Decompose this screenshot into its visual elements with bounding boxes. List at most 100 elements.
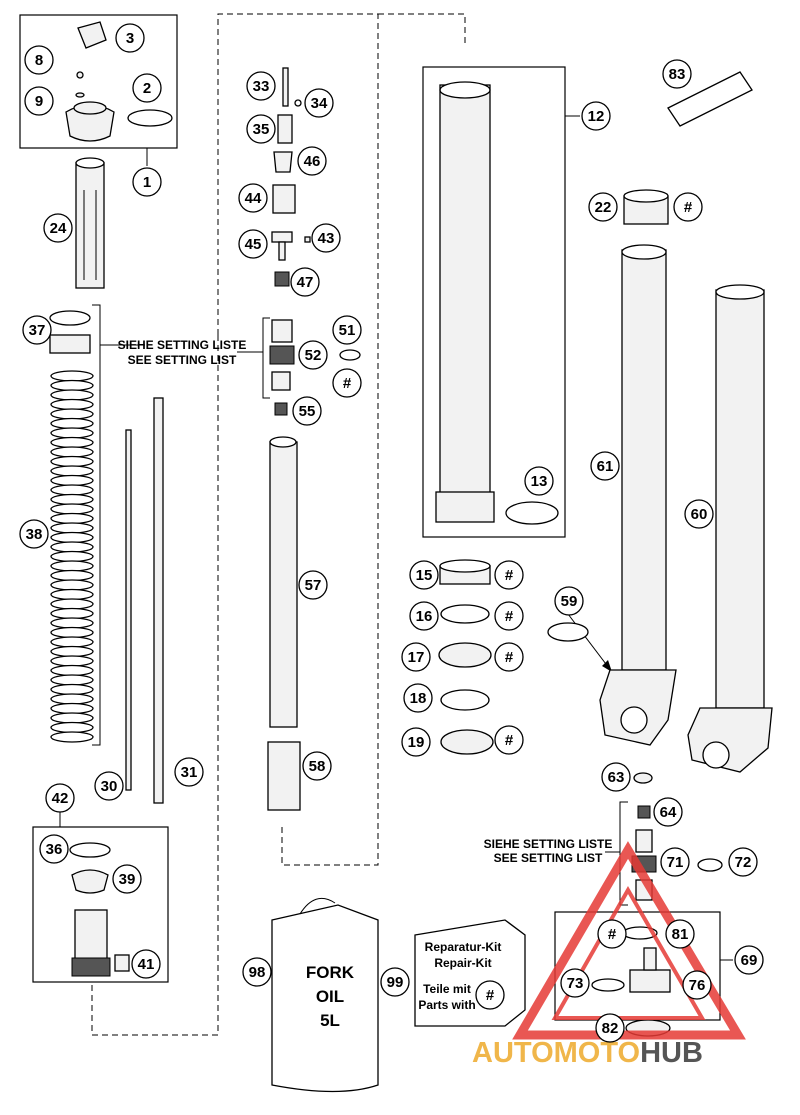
part-8-screw <box>76 71 84 79</box>
callout-69: 69 <box>734 945 764 975</box>
callout-number: 12 <box>588 108 605 125</box>
callout-number: 52 <box>305 347 322 364</box>
callout-number: 35 <box>253 121 270 138</box>
part-39-bushing <box>71 869 109 894</box>
part-47-nut <box>274 271 290 287</box>
callout-circle <box>298 570 328 600</box>
callout-circle <box>132 167 162 197</box>
callout-46: 46 <box>297 146 327 176</box>
spring-coil <box>50 702 94 715</box>
callout-circle <box>290 267 320 297</box>
part-61-axle-hole <box>620 706 648 734</box>
callout-34: 34 <box>304 88 334 118</box>
spring-coil <box>50 398 94 411</box>
callout-number: 18 <box>410 690 427 707</box>
callout-35: 35 <box>246 114 276 144</box>
spring-coil <box>50 626 94 639</box>
callout-60: 60 <box>684 499 714 529</box>
bracket-37-38 <box>92 304 101 746</box>
callout-36: 36 <box>39 834 69 864</box>
callout-37: 37 <box>22 315 52 345</box>
callout-number: 76 <box>689 977 706 994</box>
spring-coil <box>50 655 94 667</box>
callout-circle <box>682 970 712 1000</box>
callout-circle <box>332 315 362 345</box>
callout-circle <box>494 725 524 755</box>
spring-coil <box>50 569 94 582</box>
watermark-hub: HUB <box>640 1037 703 1069</box>
callout-circle <box>684 499 714 529</box>
part-34-ball <box>294 99 302 107</box>
callout-circle <box>242 957 272 987</box>
callout-number: # <box>343 375 352 392</box>
part-shims-right <box>635 829 653 853</box>
callout-number: 44 <box>245 190 262 207</box>
part-45-shaft <box>278 241 286 261</box>
part-12-bottom <box>435 491 495 523</box>
callout-circle <box>311 223 341 253</box>
repair-kit-line1: Reparatur-Kit <box>425 940 502 954</box>
part-76-base-valve <box>629 969 671 993</box>
part-15-top <box>439 559 491 573</box>
callout-number: 82 <box>602 1020 619 1037</box>
part-16-washer <box>440 604 490 624</box>
part-31-tube <box>153 397 164 804</box>
callout-57: 57 <box>298 570 328 600</box>
callout-circle <box>494 601 524 631</box>
callout-number: # <box>608 926 617 943</box>
callout-number: # <box>505 608 514 625</box>
part-shims-stack <box>271 319 293 343</box>
callout-circle <box>595 1013 625 1043</box>
callout-hash: # <box>332 368 362 398</box>
callout-number: 33 <box>253 78 270 95</box>
callout-number: # <box>505 732 514 749</box>
part-43-pin <box>304 236 311 243</box>
callout-number: 47 <box>297 274 314 291</box>
oil-can-line3: 5L <box>320 1011 340 1030</box>
callout-circle <box>115 23 145 53</box>
spring-coil <box>50 683 94 696</box>
callout-number: 17 <box>408 649 425 666</box>
callout-circle <box>332 368 362 398</box>
part-57-damper-tube <box>269 441 298 728</box>
callout-number: 63 <box>608 769 625 786</box>
part-58-sleeve <box>267 741 301 811</box>
callout-circle <box>590 451 620 481</box>
callout-circle <box>45 783 75 813</box>
callout-circle <box>39 834 69 864</box>
part-45-piston <box>271 231 293 243</box>
callout-41: 41 <box>131 949 161 979</box>
callout-1: 1 <box>132 167 162 197</box>
spring-coil <box>50 465 94 477</box>
part-51-ring <box>339 349 361 361</box>
callout-number: 39 <box>119 871 136 888</box>
part-60-inner-tube <box>715 289 765 709</box>
callout-number: 42 <box>52 790 69 807</box>
part-35-spring <box>277 114 293 144</box>
part-18-clip <box>440 689 490 711</box>
spring-coil <box>50 436 94 449</box>
part-60-axle-foot <box>687 707 773 773</box>
spring-coil <box>50 550 94 563</box>
part-98-oil-can <box>271 904 379 1093</box>
callout-circle <box>19 519 49 549</box>
callout-8: 8 <box>24 45 54 75</box>
part-61-top <box>621 244 667 260</box>
part-33-needle <box>282 67 289 107</box>
spring-coil <box>50 664 94 677</box>
callout-9: 9 <box>24 86 54 116</box>
callout-circle <box>112 864 142 894</box>
callout-number: 37 <box>29 322 46 339</box>
callout-hash: # <box>494 601 524 631</box>
callout-number: 61 <box>597 458 614 475</box>
part-46-cup <box>273 151 293 173</box>
callout-circle <box>24 45 54 75</box>
callout-51: 51 <box>332 315 362 345</box>
callout-number: 55 <box>299 403 316 420</box>
callout-73: 73 <box>560 968 590 998</box>
part-1-cap-top <box>73 101 107 115</box>
part-22-top <box>623 189 669 203</box>
callout-circle <box>43 213 73 243</box>
oil-can-label: FORK OIL 5L <box>306 963 355 1030</box>
